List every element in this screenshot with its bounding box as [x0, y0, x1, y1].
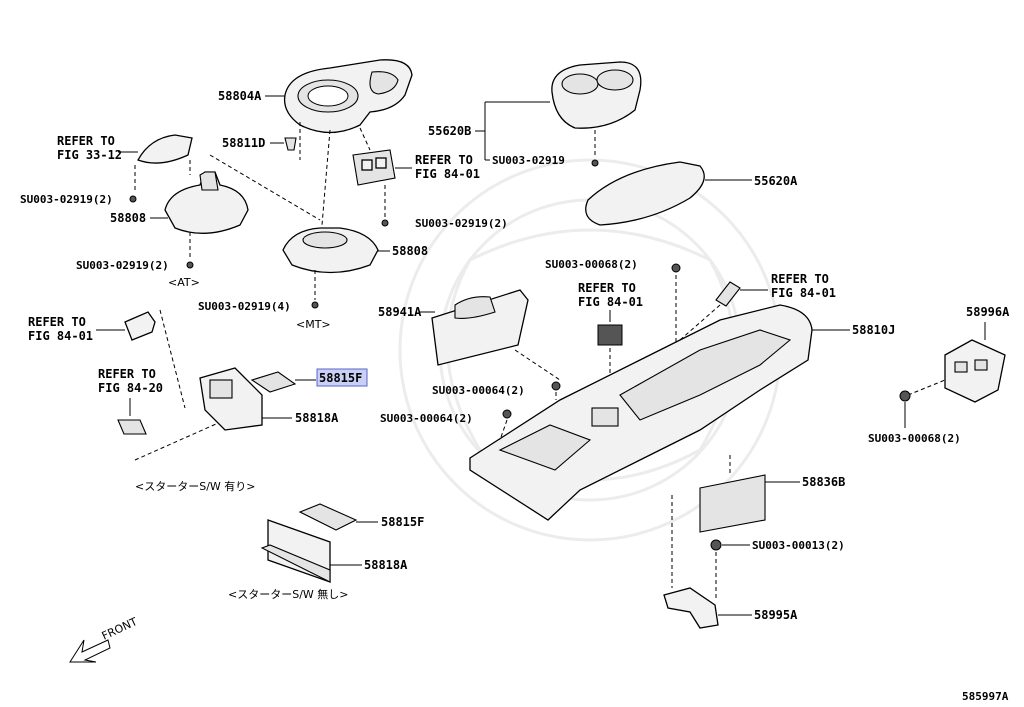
ref-4-line2: FIG 84-01 [771, 286, 836, 300]
fastener-f9: SU003-00064(2) [380, 412, 473, 425]
label-58815F-highlighted: 58815F [319, 371, 362, 385]
starter-button-ref-84-01 [124, 311, 156, 341]
front-label: FRONT [100, 615, 140, 643]
label-58808-at: 58808 [110, 211, 146, 225]
screw-icon [671, 263, 681, 273]
fastener-f5: SU003-02919 [492, 154, 565, 167]
fastener-f1: SU003-02919(2) [20, 193, 113, 206]
fastener-f4: SU003-02919(4) [198, 300, 291, 313]
front-arrow-icon: FRONT [69, 615, 140, 663]
screw-icon [311, 301, 319, 309]
label-58941A: 58941A [378, 305, 422, 319]
screw-icon [591, 159, 599, 167]
switch-block-ref-84-01 [597, 324, 623, 346]
ref-3-line1: REFER TO [578, 281, 636, 295]
pad-58836B [699, 474, 766, 533]
panel-58941A [431, 289, 529, 366]
ref-3-line2: FIG 84-01 [578, 295, 643, 309]
screw-icon [551, 381, 561, 391]
label-58811D: 58811D [222, 136, 265, 150]
ref-2-line2: FIG 84-01 [415, 167, 480, 181]
connector-ref-84-20 [117, 419, 147, 435]
note-without-starter: <スターターS/W 無し> [228, 587, 349, 601]
fastener-f2: SU003-02919(2) [76, 259, 169, 272]
screw-icon [381, 219, 389, 227]
fastener-f10: SU003-00013(2) [752, 539, 845, 552]
label-58810J: 58810J [852, 323, 895, 337]
trim-piece-ref-33-12 [137, 134, 193, 164]
cup-holder-55620B [551, 61, 642, 129]
screw-icon [710, 539, 722, 551]
bracket-58996A [944, 339, 1006, 403]
fastener-f3: SU003-02919(2) [415, 217, 508, 230]
label-58836B: 58836B [802, 475, 845, 489]
console-58810J [469, 304, 813, 521]
fastener-f8: SU003-00064(2) [432, 384, 525, 397]
note-at: <AT> [168, 276, 200, 289]
pocket-58818A [260, 519, 331, 583]
label-58804A: 58804A [218, 89, 262, 103]
ref-6-line1: REFER TO [98, 367, 156, 381]
note-with-starter: <スターターS/W 有り> [135, 479, 256, 493]
ref-5-line1: REFER TO [28, 315, 86, 329]
ref-6-line2: FIG 84-20 [98, 381, 163, 395]
label-58818A-without: 58818A [364, 558, 408, 572]
ref-2-line1: REFER TO [415, 153, 473, 167]
switch-housing-58818A-with [199, 367, 263, 431]
fastener-f7: SU003-00068(2) [868, 432, 961, 445]
switch-panel-ref-84-01 [352, 149, 396, 186]
note-mt: <MT> [296, 318, 331, 331]
ref-1-line1: REFER TO [57, 134, 115, 148]
label-55620A: 55620A [754, 174, 798, 188]
label-58996A: 58996A [966, 305, 1010, 319]
highlight-box [316, 368, 368, 387]
label-58818A-with: 58818A [295, 411, 339, 425]
ref-4-line1: REFER TO [771, 272, 829, 286]
fastener-f6: SU003-00068(2) [545, 258, 638, 271]
mat-55620A [585, 161, 705, 226]
label-58808-mt: 58808 [392, 244, 428, 258]
connector-ref-84-01 [715, 281, 741, 307]
ref-5-line2: FIG 84-01 [28, 329, 93, 343]
bezel-58804A [283, 59, 413, 134]
ref-1-line2: FIG 33-12 [57, 148, 122, 162]
label-58815F: 58815F [381, 515, 424, 529]
label-plate-58815F [298, 503, 358, 531]
clip-58811D [284, 137, 297, 151]
shift-boot-mt-58808 [282, 227, 379, 274]
screw-icon [186, 261, 194, 269]
figure-id: 585997A [962, 690, 1009, 703]
screw-icon [129, 195, 137, 203]
label-plate-58815F-highlight [250, 371, 297, 393]
screw-icon [502, 409, 512, 419]
label-55620B: 55620B [428, 124, 471, 138]
shift-boot-at-58808 [164, 171, 249, 234]
screw-icon [899, 390, 911, 402]
bracket-58995A [663, 587, 719, 629]
label-58995A: 58995A [754, 608, 798, 622]
